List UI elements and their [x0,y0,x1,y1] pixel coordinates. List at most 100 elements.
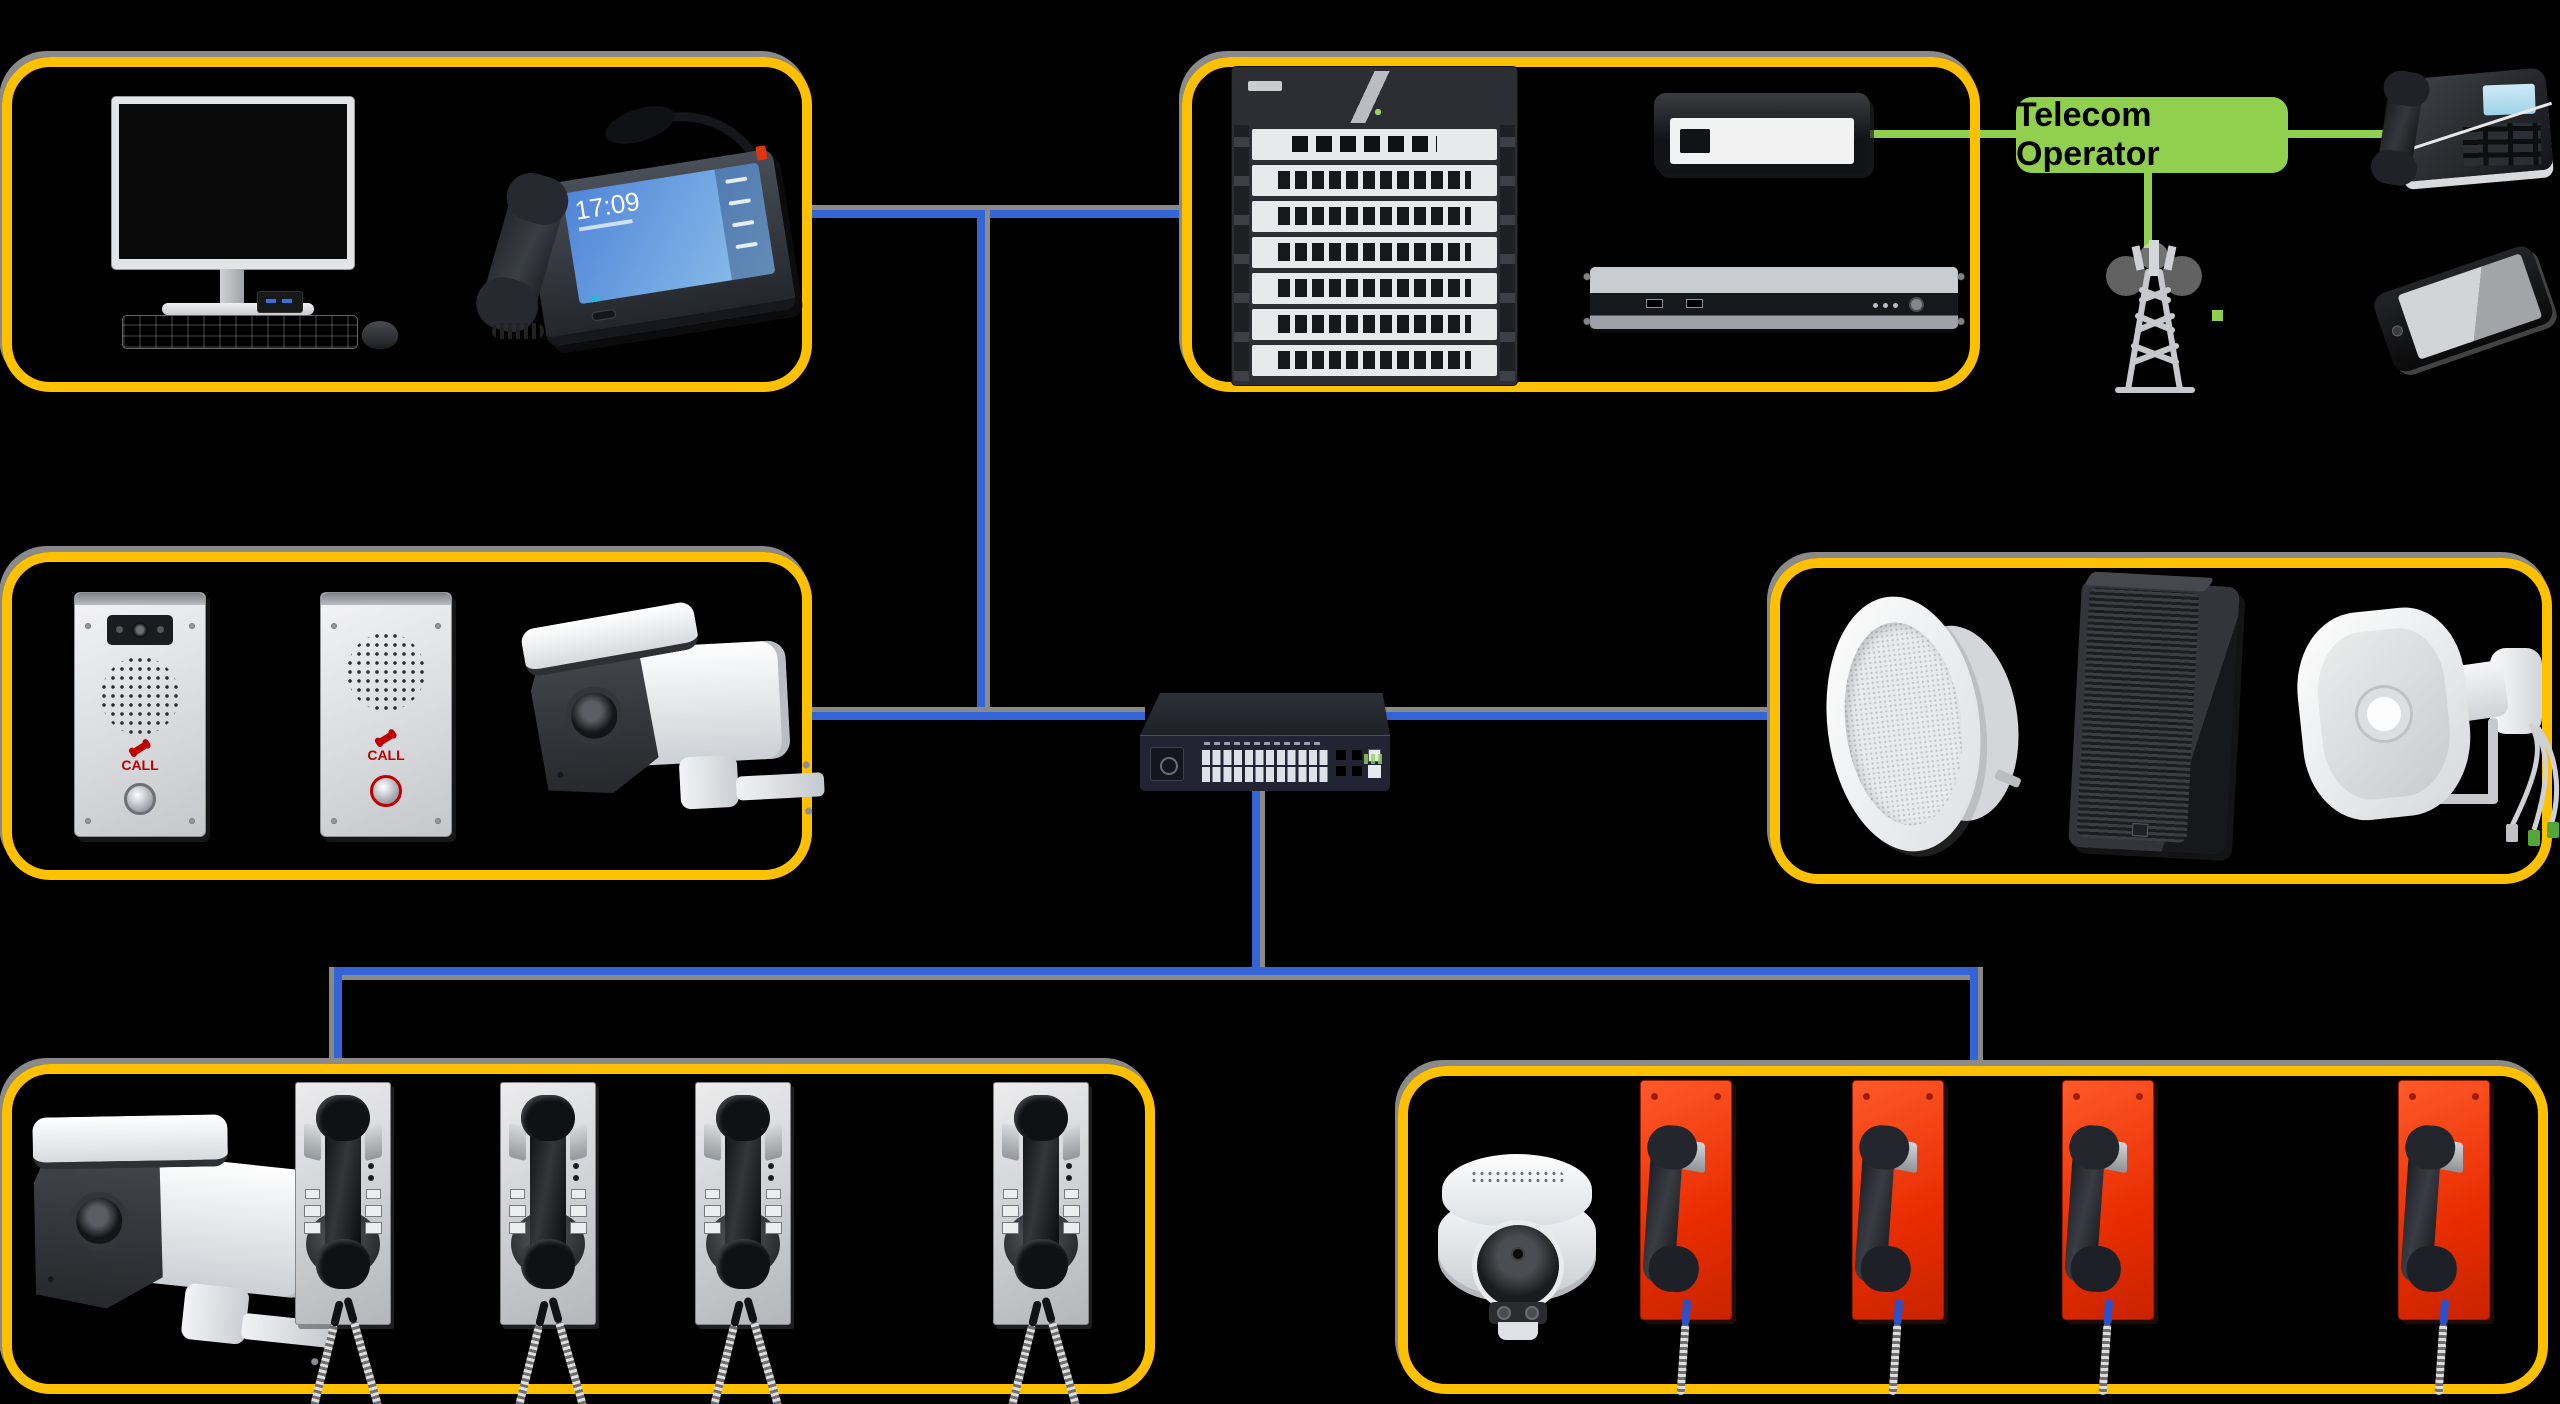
switch-top-face [1140,693,1390,735]
desk-phone-keypad [2462,122,2542,167]
horn-flare [2289,601,2479,827]
handset [1023,1099,1059,1287]
call-label: CALL [121,757,159,773]
link-bottom-bus [334,967,1978,975]
group-box-core-room [1182,57,1980,392]
audio-intercom-panel: CALL [320,592,452,837]
call-button [370,775,402,807]
mic-holes [1066,1163,1072,1169]
mobile-phone-body [2370,242,2557,375]
line-card [1252,165,1497,196]
handset-hook [570,1122,587,1162]
camera-dome [1442,1154,1592,1226]
screw [1863,1093,1870,1100]
mini-pc [257,291,303,313]
alert-led [755,145,768,161]
mic-holes [768,1163,774,1169]
handset-hook [1063,1122,1080,1162]
screw [189,623,195,629]
line-card [1252,237,1497,268]
rj45-port-row [1202,767,1330,782]
camera-lens [67,1189,131,1253]
mobile-phone [2370,240,2560,392]
gateway-ports [1670,118,1854,164]
entrance-intercom-group: CALL CALL [12,562,825,870]
keypad-keys [705,1189,720,1199]
core-room-group [1192,67,1974,385]
call-handset-icon [130,740,150,757]
screw [2472,1093,2479,1100]
group-box-public-address [1770,558,2552,884]
sun-shield [32,1114,229,1170]
dome-vent-holes [1470,1170,1564,1185]
red-emergency-phone [2398,1080,2490,1396]
switch-power-inlet [1150,747,1184,781]
screw [2136,1093,2143,1100]
ir-light-bar [1489,1302,1547,1324]
keypad-keys [510,1189,525,1199]
group-box-entrance-intercom [2,552,812,880]
chassis-top-panel [1236,71,1513,123]
dispatch-center-group: 17:09 [12,67,802,382]
server-power-button [1909,297,1924,312]
server-leds [1873,303,1878,308]
screw [331,623,337,629]
camera-face [1472,1220,1564,1312]
horn-speaker [2289,598,2560,848]
screen-menu-strip [714,162,776,281]
ptz-bullet-camera [519,600,825,850]
mouse [362,321,398,349]
server-usb-port [1646,299,1663,308]
intercom-camera [107,615,173,645]
group-box-dispatch-center [2,57,812,392]
switch-front-face [1140,735,1390,791]
mobile-home-button [2390,323,2405,338]
link-drop-roadside [334,967,342,1067]
public-address-group [1780,568,2560,874]
desktop-computer [12,67,432,367]
handset [725,1099,761,1287]
handset [2399,1132,2443,1284]
sfp-ports [1336,750,1362,776]
rj45-port-row [1202,750,1330,765]
camera-neck [678,754,740,810]
handset [2063,1132,2107,1284]
handset-coil-cord [492,323,544,339]
voip-gateway [1654,93,1870,173]
tunnel-group [1408,1076,2538,1396]
camera-lens [564,685,625,746]
handset-hook [365,1122,382,1162]
speaker-logo-plate [2131,823,2149,837]
switch-leds [1204,742,1324,745]
mobile-phone-screen [2397,253,2543,360]
call-button [124,783,156,815]
sip-server [1574,264,1974,334]
line-card [1252,345,1497,376]
keypad-keys [1003,1189,1018,1199]
link-intercom-switch [810,712,1145,720]
link-telecom-tower [2144,168,2152,248]
red-emergency-phone [2062,1080,2154,1396]
analog-desk-phone [2375,58,2560,208]
red-emergency-phone [1640,1080,1732,1396]
call-label: CALL [367,747,405,763]
horn-bracket [2488,718,2498,802]
screw [331,818,337,824]
screw [85,623,91,629]
access-switch-24port [1140,693,1390,791]
group-box-tunnel [1398,1066,2548,1394]
keyboard [122,315,358,349]
speaker-grille [2076,587,2200,843]
stainless-hotline-phone [695,1082,791,1404]
ip-phone-screen: 17:09 [562,162,776,305]
red-emergency-phone [1852,1080,1944,1396]
handset [530,1099,566,1287]
turret-camera [1438,1154,1598,1344]
handset [1641,1132,1685,1284]
screw [85,818,91,824]
mic-holes [573,1163,579,1169]
link-trunk-vertical [977,210,985,720]
line-card [1252,201,1497,232]
camera-mic-hole [557,772,563,778]
